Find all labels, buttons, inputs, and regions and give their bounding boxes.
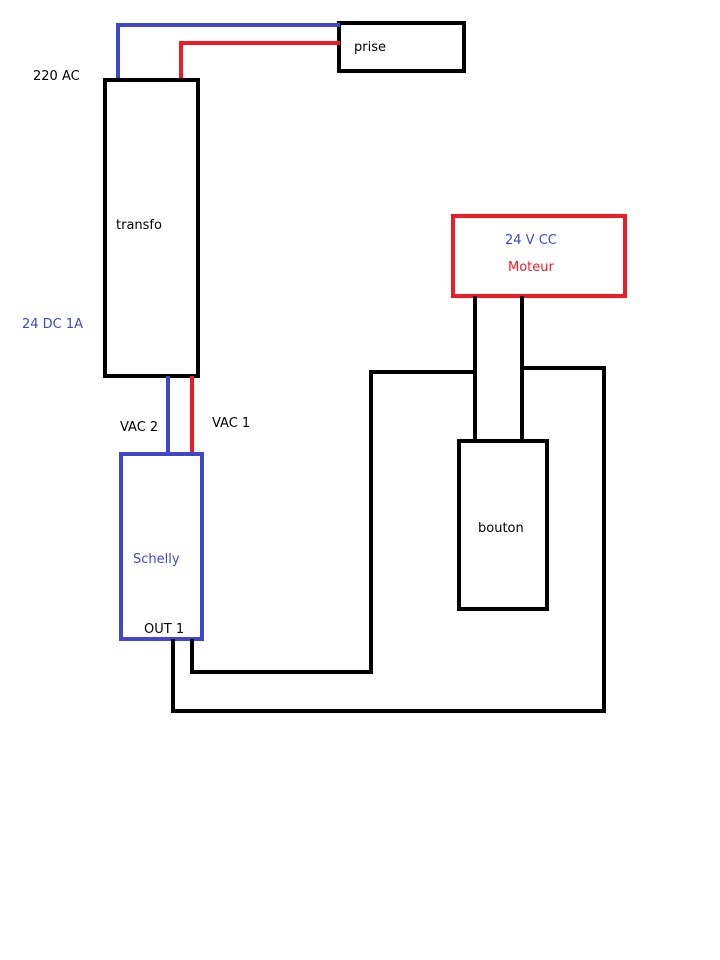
- vac1-label: VAC 1: [212, 416, 251, 431]
- schelly-label: Schelly: [133, 552, 180, 567]
- wire-out-a: [190, 370, 477, 674]
- transfo-box: [103, 78, 200, 378]
- bouton-label: bouton: [478, 521, 524, 536]
- out1-label: OUT 1: [144, 622, 185, 637]
- motor-voltage-label: 24 V CC: [505, 233, 557, 248]
- prise-box: [337, 21, 466, 73]
- wire-blue-mains: [116, 23, 340, 82]
- motor-label: Moteur: [508, 260, 554, 275]
- schelly-box: [119, 452, 204, 641]
- vac2-label: VAC 2: [120, 420, 159, 435]
- wire-out-b: [171, 366, 606, 713]
- transfo-label: transfo: [116, 218, 162, 233]
- ac-input-label: 220 AC: [33, 69, 80, 84]
- prise-label: prise: [354, 40, 386, 55]
- bouton-box: [457, 439, 549, 611]
- motor-box: [451, 214, 627, 298]
- wire-red-mains: [179, 41, 340, 82]
- dc-output-label: 24 DC 1A: [22, 317, 84, 332]
